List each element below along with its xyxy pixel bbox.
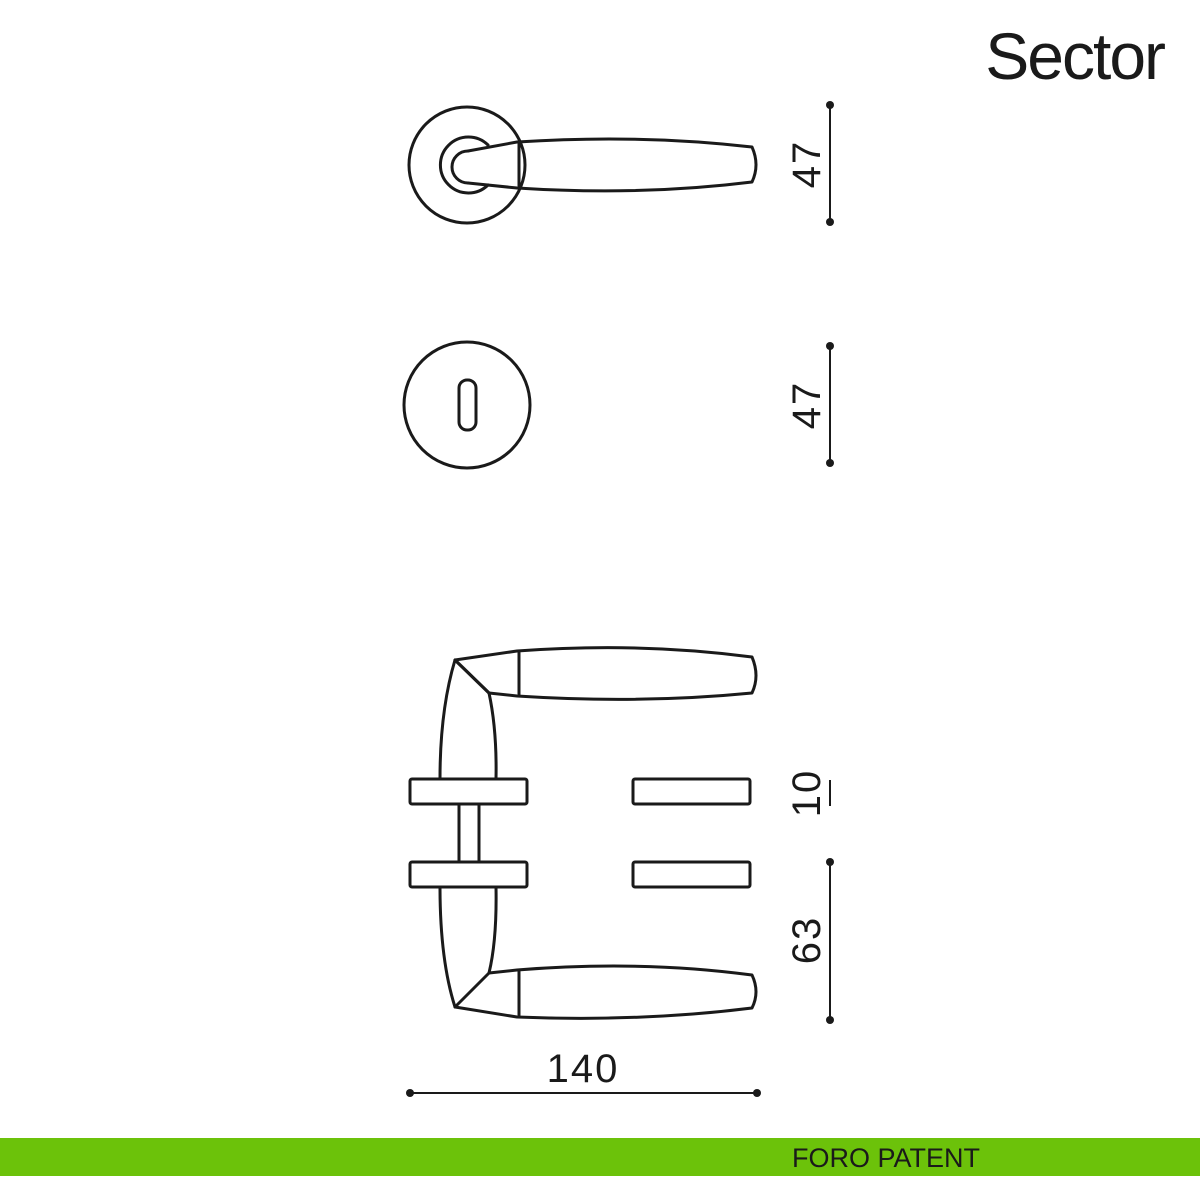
dimension-10: 10 bbox=[785, 769, 831, 818]
dimension-label: 10 bbox=[785, 769, 829, 818]
lever-handle-front-view bbox=[407, 105, 758, 225]
keyhole-rose bbox=[402, 340, 532, 470]
dimension-label: 140 bbox=[547, 1047, 620, 1091]
dimension-47-key: 47 bbox=[785, 342, 834, 467]
product-title: Sector bbox=[985, 19, 1166, 93]
dimension-63: 63 bbox=[785, 858, 834, 1024]
footer-band: FORO PATENT bbox=[0, 1138, 1200, 1176]
handle-pair-side-view bbox=[408, 646, 758, 1020]
dimension-label: 47 bbox=[785, 381, 829, 430]
dimension-label: 47 bbox=[785, 140, 829, 189]
dimension-47-top: 47 bbox=[785, 101, 834, 226]
dimension-label: 63 bbox=[785, 916, 829, 965]
dimension-140: 140 bbox=[406, 1047, 761, 1097]
footer-label: FORO PATENT bbox=[792, 1143, 980, 1173]
